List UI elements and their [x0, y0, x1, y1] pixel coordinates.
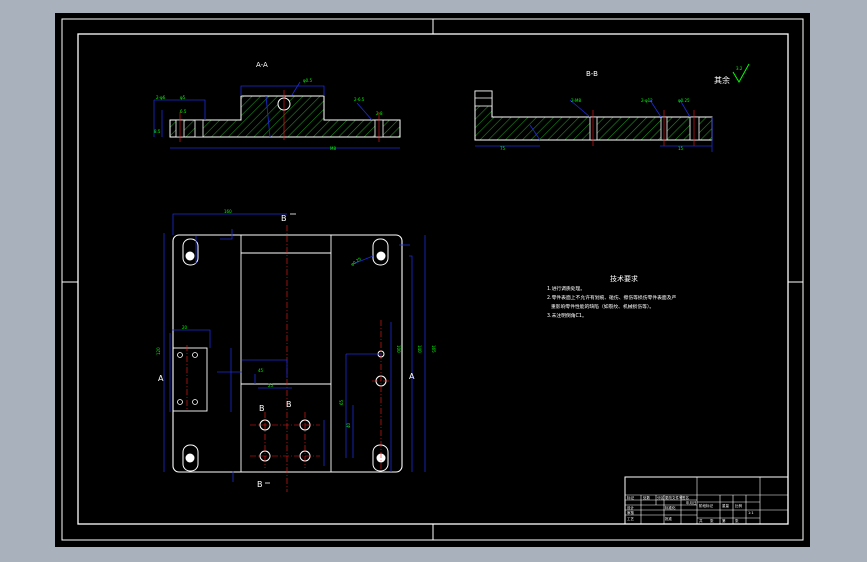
drawing-background: [55, 13, 810, 547]
tech-req-item-1: 1.进行调质处理。: [547, 285, 585, 292]
plan-dim-10: 120: [156, 347, 161, 355]
bb-dim-3: φ0.25: [678, 98, 690, 103]
roughness-note: 其余 3.2: [714, 63, 750, 85]
plan-dim-2: φ0.25: [350, 256, 363, 267]
aa-dim-8: M8: [330, 146, 336, 151]
tb-cell-1: 标记: [627, 495, 635, 500]
tech-requirements: 技术要求 1.进行调质处理。 2.零件表面上不允许有划痕、碰伤、擦伤等损伤零件表…: [547, 274, 677, 319]
tb-cell-12: 阶段标记: [699, 503, 713, 508]
cut-label-b-top: B: [281, 214, 287, 223]
section-aa-view: A-A φ0.5 2-φ6 φ5 2-6.5 6.5 8.5 2-8 M8: [153, 61, 401, 151]
section-aa-body: [169, 95, 401, 138]
section-bb-title: B-B: [586, 70, 598, 78]
aa-dim-4: 2-6.5: [354, 97, 365, 102]
tb-cell-8: 标准化: [665, 505, 676, 510]
cut-label-b-mid-left: B: [259, 404, 265, 413]
plan-dim-11: 20: [182, 325, 188, 330]
bb-dim-1: 2-M8: [571, 98, 581, 103]
cut-label-a-left: A: [158, 374, 164, 383]
tb-cell-4: 更改文件号: [665, 495, 683, 500]
tech-req-item-4: 3.未注明倒角C1。: [547, 312, 587, 319]
tb-cell-13: 重量: [722, 503, 730, 508]
plan-dim-1: 160: [224, 209, 232, 214]
section-bb-view: B-B 2-M8 2-φ12 φ0.25 75 15: [474, 70, 713, 152]
tb-cell-2: 处数: [643, 495, 651, 500]
tb-cell-18: 第: [722, 518, 726, 523]
bb-dim-5: 15: [678, 146, 684, 151]
tb-cell-10: 工艺: [627, 516, 635, 521]
plan-dim-9: 25: [268, 383, 274, 388]
roughness-label: 其余: [714, 75, 730, 85]
tb-cell-9: 审核: [627, 510, 635, 515]
cut-label-a-right: A: [409, 372, 415, 381]
aa-dim-7: 2-8: [376, 111, 383, 116]
roughness-symbol: [732, 63, 750, 83]
tb-cell-16: 共: [699, 518, 703, 523]
bb-dim-4: 75: [500, 146, 506, 151]
aa-dim-3: φ5: [180, 95, 186, 100]
aa-dim-5: 6.5: [180, 109, 187, 114]
plan-dim-8: 45: [258, 368, 264, 373]
plan-dim-7: 40: [346, 422, 351, 428]
plan-dim-5: 100: [396, 345, 401, 353]
tech-req-item-3: 重影响零件性能的缺陷（如裂纹、机械损伤等）。: [551, 303, 654, 310]
tb-cell-5: 签名: [682, 495, 689, 500]
tb-cell-19: 张: [735, 518, 739, 523]
tb-cell-11: 批准: [665, 516, 673, 521]
cut-label-b-mid-right: B: [286, 400, 292, 409]
aa-dim-2: 2-φ6: [156, 95, 166, 100]
tb-cell-15: 1:1: [748, 511, 754, 515]
tb-cell-3: 分区: [657, 495, 665, 500]
bb-dim-2: 2-φ12: [641, 98, 653, 103]
tb-cell-14: 比例: [735, 503, 743, 508]
plan-dim-3: 165: [431, 345, 436, 353]
centering-marks: [62, 19, 803, 540]
tech-req-item-2: 2.零件表面上不允许有划痕、碰伤、擦伤等损伤零件表面及严: [547, 294, 677, 301]
section-aa-title: A-A: [256, 61, 268, 69]
plan-dim-4: 140: [417, 345, 422, 353]
cut-label-b-bottom: B: [257, 480, 263, 489]
tb-cell-6: 年月日: [686, 500, 697, 505]
plan-view: 160 φ0.25 165 140 100 65 40 45 25 120 20…: [156, 209, 436, 492]
plan-dim-6: 65: [339, 399, 344, 405]
tb-cell-17: 张: [710, 518, 714, 523]
tb-cell-7: 设计: [627, 505, 635, 510]
roughness-value: 3.2: [736, 66, 743, 71]
title-block: 标记 处数 分区 更改文件号 签名 年月日 设计 标准化 审核 工艺 批准 阶段…: [624, 476, 789, 525]
tech-req-title: 技术要求: [610, 274, 638, 283]
aa-dim-1: φ0.5: [303, 78, 312, 83]
aa-dim-6: 8.5: [154, 129, 161, 134]
